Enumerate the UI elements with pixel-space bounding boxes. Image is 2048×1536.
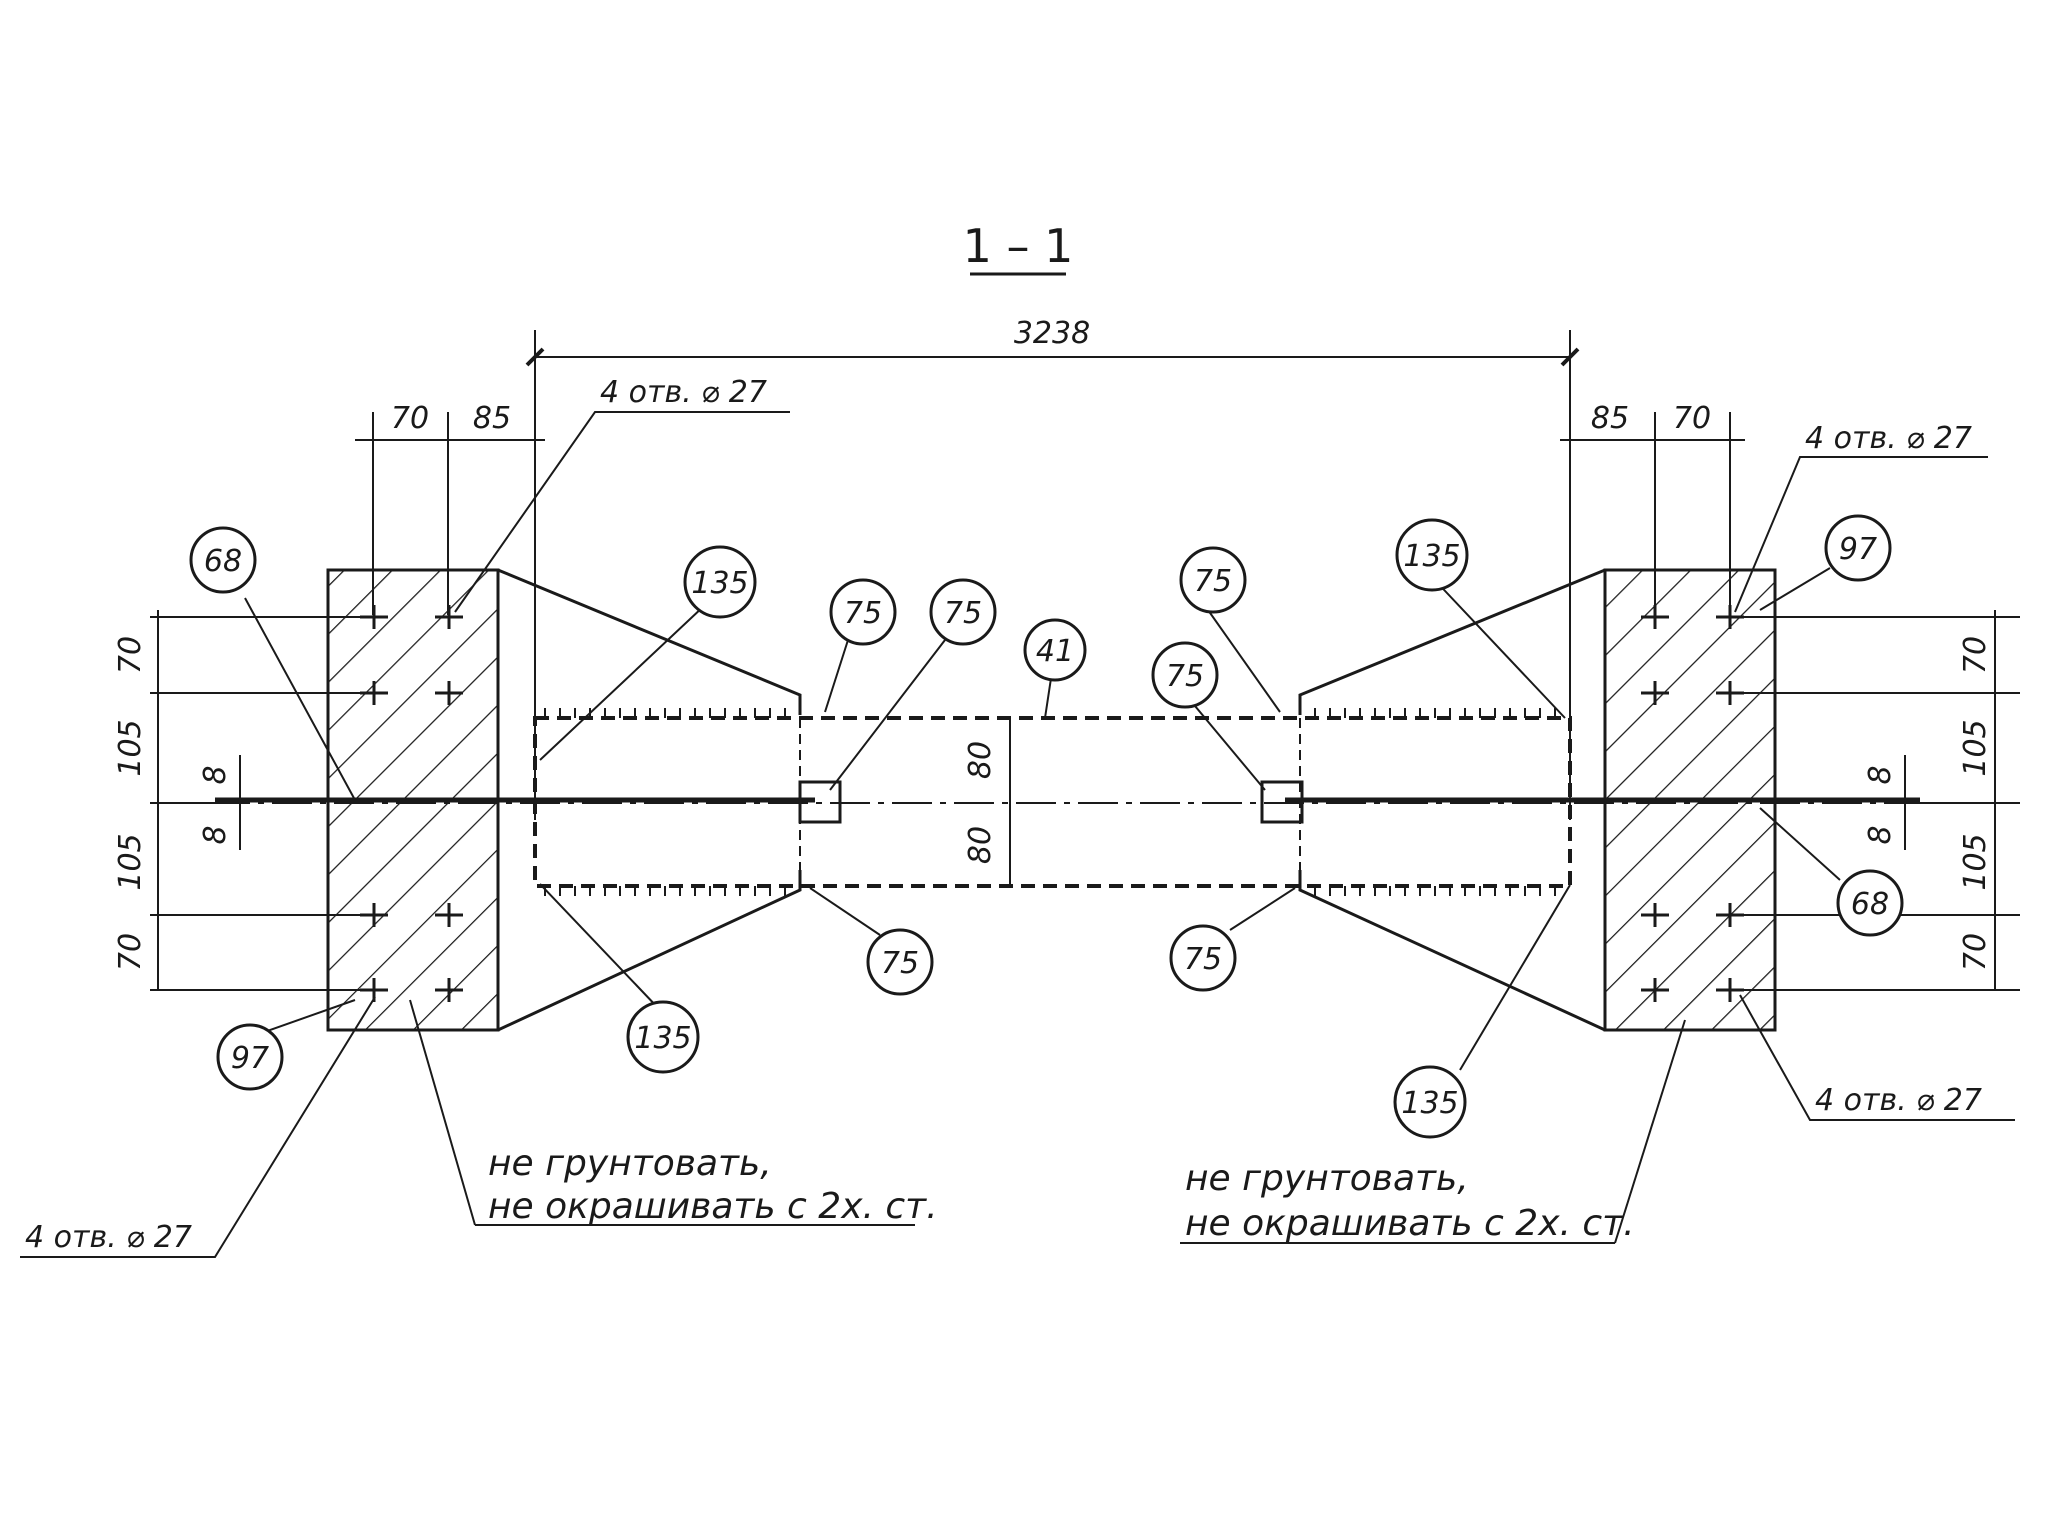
dim-right-v-8-top: 8 — [1863, 765, 1898, 784]
bubble-135-bottom-left: 135 — [626, 1000, 700, 1074]
svg-text:75: 75 — [881, 946, 919, 981]
bubble-75-bottom-left: 75 — [866, 928, 934, 996]
leader-lines — [20, 411, 2015, 1258]
svg-text:75: 75 — [1184, 942, 1222, 977]
svg-text:75: 75 — [844, 596, 882, 631]
svg-text:41: 41 — [1036, 634, 1074, 669]
dim-3238: 3238 — [1014, 316, 1090, 351]
callout-holes-top-right: 4 отв. ⌀ 27 — [1805, 421, 1972, 456]
bubble-41: 41 — [1023, 618, 1087, 682]
callout-holes-bottom-left: 4 отв. ⌀ 27 — [25, 1220, 192, 1255]
left-gusset-top — [497, 568, 802, 715]
dim-left-v-105-bottom: 105 — [113, 833, 148, 890]
dim-right-v-8-bottom: 8 — [1863, 825, 1898, 844]
right-rod-end — [1260, 780, 1304, 824]
overall-dimension: 3238 — [525, 316, 1580, 820]
bubble-135-bottom-right: 135 — [1393, 1065, 1467, 1139]
dim-left-v-70-top: 70 — [113, 636, 148, 674]
dim-right-v-70-bottom: 70 — [1958, 933, 1993, 971]
bubble-135-top-right: 135 — [1395, 518, 1469, 592]
svg-text:75: 75 — [1194, 564, 1232, 599]
bolt-symbols — [360, 605, 1744, 1002]
dim-left-85: 85 — [473, 401, 511, 436]
dim-left-v-70-bottom: 70 — [113, 933, 148, 971]
svg-text:75: 75 — [944, 596, 982, 631]
dim-right-v-105-top: 105 — [1958, 719, 1993, 776]
left-vertical-dimensions: 70 105 8 8 105 70 — [113, 610, 380, 991]
svg-text:75: 75 — [1166, 659, 1204, 694]
svg-text:97: 97 — [231, 1041, 269, 1076]
top-right-dimensions: 85 70 — [1560, 401, 1745, 615]
note-right-line1: не грунтовать, — [1185, 1158, 1469, 1199]
dim-80-top: 80 — [963, 741, 998, 779]
svg-text:135: 135 — [1403, 539, 1460, 574]
svg-text:135: 135 — [691, 566, 748, 601]
note-right-line2: не окрашивать с 2х. ст. — [1185, 1203, 1635, 1244]
callout-holes-top-left: 4 отв. ⌀ 27 — [600, 375, 767, 410]
dim-80-bottom: 80 — [963, 826, 998, 864]
note-left-line1: не грунтовать, — [488, 1143, 772, 1184]
right-gusset-top — [1298, 568, 1606, 715]
dim-left-v-105-top: 105 — [113, 719, 148, 776]
note-left-line2: не окрашивать с 2х. ст. — [488, 1186, 938, 1227]
bubble-75-c: 75 — [1179, 546, 1247, 614]
svg-text:68: 68 — [204, 544, 242, 579]
bubble-75-a: 75 — [829, 578, 897, 646]
dim-right-70: 70 — [1673, 401, 1711, 436]
svg-text:68: 68 — [1851, 887, 1889, 922]
bubble-97-right: 97 — [1824, 514, 1892, 582]
dim-right-v-70-top: 70 — [1958, 636, 1993, 674]
dim-right-v-105-bottom: 105 — [1958, 833, 1993, 890]
svg-text:97: 97 — [1839, 532, 1877, 567]
dim-right-85: 85 — [1591, 401, 1629, 436]
right-gusset-bottom — [1298, 870, 1606, 1032]
bubble-75-d: 75 — [1151, 641, 1219, 709]
section-title: 1 – 1 — [963, 219, 1074, 273]
dim-left-v-8-bottom: 8 — [198, 825, 233, 844]
bubble-97-left: 97 — [216, 1023, 284, 1091]
right-vertical-dimensions: 70 105 8 8 105 70 — [1720, 610, 2020, 991]
dim-left-v-8-top: 8 — [198, 765, 233, 784]
left-rod-end — [798, 780, 842, 824]
top-left-dimensions: 70 85 — [355, 401, 545, 615]
svg-text:135: 135 — [1401, 1086, 1458, 1121]
callout-holes-bottom-right: 4 отв. ⌀ 27 — [1815, 1083, 1982, 1118]
bubble-75-b: 75 — [929, 578, 997, 646]
bubble-68-right: 68 — [1836, 869, 1904, 937]
bubble-75-bottom-right: 75 — [1169, 924, 1237, 992]
bubble-68-left: 68 — [189, 526, 257, 594]
bubble-135-top-left: 135 — [683, 545, 757, 619]
dim-left-70: 70 — [391, 401, 429, 436]
svg-text:135: 135 — [634, 1021, 691, 1056]
left-gusset-bottom — [497, 870, 802, 1032]
